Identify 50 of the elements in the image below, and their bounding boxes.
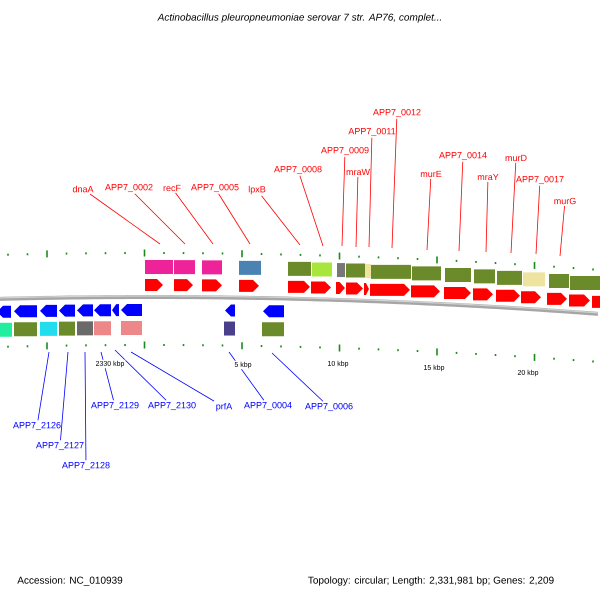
gene-label: APP7_2127 <box>36 442 84 450</box>
leader-line <box>90 194 160 244</box>
gene-label: APP7_0011 <box>348 128 396 136</box>
gene-label: APP7_0014 <box>439 152 487 160</box>
leader-line <box>510 162 516 254</box>
leader-line <box>175 192 214 244</box>
gene-label: APP7_0009 <box>321 146 369 156</box>
gene-label: mraW <box>346 168 370 176</box>
accession-text: Accession: NC_010939 <box>16 575 124 587</box>
leader-line <box>218 193 250 244</box>
gene-label: murD <box>506 154 527 162</box>
leader-line <box>536 185 540 254</box>
genome-summary-text: Topology: circular; Length: 2,331,981 bp; Genes: 2,209 <box>306 575 556 587</box>
gene-label: lpxB <box>248 186 266 194</box>
title: Actinobacillus pleuropneumoniae serovar 7 str. AP76, complet... <box>157 13 442 23</box>
leader-line <box>228 352 264 401</box>
gene-label: APP7_2128 <box>62 462 110 470</box>
gene-label: APP7_0002 <box>105 184 153 192</box>
leader-line <box>114 350 167 401</box>
gene-label: APP7_2129 <box>91 402 139 410</box>
gene-label: prfA <box>216 402 232 412</box>
leader-line <box>342 156 346 246</box>
gene-label: mraY <box>478 174 499 180</box>
leader-line <box>368 137 372 248</box>
leader-line <box>392 118 398 248</box>
leader-line <box>486 181 488 252</box>
gene-label: APP7_2130 <box>148 402 196 410</box>
gene-label: APP7_0004 <box>244 402 292 410</box>
gene-label: APP7_0008 <box>274 166 322 174</box>
leader-line <box>38 352 50 421</box>
leader-line <box>458 161 464 252</box>
leader-line <box>84 352 86 461</box>
leader-line <box>356 176 358 248</box>
gene-label: dnaA <box>72 186 94 192</box>
leader-line <box>426 178 432 250</box>
leader-line <box>272 352 324 402</box>
gene-label: APP7_0005 <box>191 184 239 192</box>
leader-line <box>130 352 214 402</box>
leader-line <box>60 352 68 441</box>
leader-line <box>134 193 186 244</box>
leader-line <box>560 205 565 256</box>
gene-label: APP7_0006 <box>305 402 353 412</box>
leader-line <box>261 196 300 246</box>
gene-label: murE <box>420 170 442 178</box>
leader-line <box>300 175 324 246</box>
gene-label: APP7_0012 <box>373 108 421 118</box>
gene-label: recF <box>164 184 181 192</box>
gene-label: murG <box>554 198 576 204</box>
gene-label: APP7_0017 <box>516 176 564 184</box>
gene-label: APP7_2126 <box>13 422 61 430</box>
